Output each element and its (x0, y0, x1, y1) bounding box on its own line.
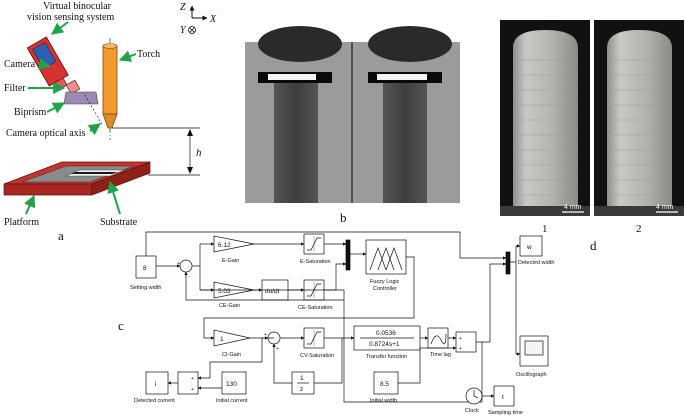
e-saturation-label: E-Saturation (300, 259, 331, 265)
filter (65, 79, 81, 95)
bead-image-right (383, 80, 427, 203)
axis-z-label: Z (180, 2, 186, 13)
ce-saturation-label: CE-Saturation (298, 305, 333, 311)
detected-width-block (519, 235, 543, 257)
svg-text:+: + (264, 332, 267, 338)
svg-text:+: + (177, 261, 180, 267)
initial-current-value: 130 (226, 381, 237, 388)
delay-numerator: 1 (300, 375, 304, 382)
y-axis-into-page-icon (188, 26, 196, 34)
ci-gain-label: CI-Gain (222, 352, 241, 358)
mux-block (345, 239, 351, 271)
biprism-label: Biprism (14, 107, 46, 118)
e-gain-label: E-Gain (222, 258, 239, 264)
sample-2-label: 2 (636, 223, 642, 235)
camera-label: Camera (4, 59, 36, 70)
optical-axis-label: Camera optical axis (6, 128, 86, 139)
panel-d-letter: d (590, 238, 597, 253)
cv-saturation-label: CV-Saturation (300, 353, 334, 359)
svg-text:+: + (191, 376, 194, 382)
panel-b: b (245, 26, 460, 225)
sample-1-label: 1 (542, 223, 548, 235)
svg-text:+: + (459, 346, 462, 352)
torch-nozzle-left (258, 26, 342, 62)
system-title-line1: Virtual binocular (43, 1, 112, 12)
initial-current-block (221, 371, 247, 395)
title-arrow (51, 21, 69, 35)
height-label: h (196, 147, 202, 159)
panel-d: 4 mm 4 mm 1 2 d (500, 20, 684, 253)
optical-axis-line (84, 94, 104, 127)
scale-label-2: 4 mm (656, 204, 674, 211)
delay-denominator: z (300, 386, 303, 393)
sampling-time-value: t (502, 394, 504, 401)
sum-block-4 (177, 371, 199, 395)
initial-width-label: Initial width (370, 398, 397, 404)
setting-width-label: Setting width (130, 285, 162, 291)
tf-denominator: 0.8724s+1 (369, 341, 400, 348)
sum-block-1 (179, 259, 193, 273)
output-mux-block (505, 251, 511, 275)
panel-a-letter: a (58, 228, 64, 243)
tf-label: Transfer function (366, 354, 407, 360)
biprism (63, 91, 99, 105)
fuzzy-label-line2: Controller (373, 286, 397, 292)
fuzzy-controller-block (365, 239, 407, 275)
svg-text:+: + (459, 336, 462, 342)
torch-label: Torch (137, 49, 160, 60)
detected-current-label: Detected current (134, 398, 175, 404)
svg-text:+: + (191, 387, 194, 393)
panel-a: Virtual binocular vision sensing system … (3, 1, 217, 243)
sampling-time-block (493, 385, 515, 407)
initial-width-value: 8.5 (380, 381, 389, 388)
e-gain-value: 6.12 (218, 242, 231, 249)
initial-current-label: Initial current (216, 398, 248, 404)
coordinate-axes: Z X Y (180, 2, 217, 36)
detected-current-block (145, 371, 169, 395)
ci-gain-block (213, 329, 251, 347)
torch (102, 38, 118, 140)
e-gain-block (213, 235, 255, 253)
setting-width-value: 8 (143, 265, 147, 272)
ce-gain-value: 5.03 (218, 288, 231, 295)
sampling-time-label: Sampling time (488, 410, 523, 416)
detected-width-label: Detected width (518, 260, 554, 266)
svg-text:+: + (276, 346, 279, 352)
substrate (21, 165, 135, 183)
derivative-label: du/dt (265, 288, 280, 295)
wall-sample-2 (607, 30, 672, 216)
ce-gain-label: CE-Gain (219, 303, 240, 309)
clock-label: Clock (465, 408, 479, 414)
time-lag-block (427, 327, 449, 349)
panel-b-letter: b (340, 210, 347, 225)
scale-label-1: 4 mm (564, 204, 582, 211)
oscillograph-label: Oscillograph (516, 372, 547, 378)
axis-x-label: X (209, 14, 217, 25)
panel-c-letter: c (118, 318, 124, 333)
svg-text:-: - (188, 274, 190, 280)
torch-nozzle-right (368, 26, 452, 62)
time-lag-label: Time lag (430, 352, 451, 358)
axis-y-label: Y (180, 25, 187, 36)
fuzzy-label-line1: Fuzzy Logic (370, 279, 400, 285)
bead-image-left (274, 80, 318, 203)
wall-sample-1 (513, 30, 578, 216)
system-title-line2: vision sensing system (27, 12, 114, 23)
substrate-label: Substrate (100, 217, 138, 228)
platform-label: Platform (4, 217, 39, 228)
ci-gain-value: 1 (220, 336, 224, 343)
tf-numerator: 0.0536 (376, 330, 396, 337)
detected-current-value: i (155, 381, 156, 388)
height-dimension: h (112, 127, 202, 176)
filter-label: Filter (4, 83, 26, 94)
detected-width-value: w (526, 244, 532, 251)
panel-c: c 8 Setting width + - 6.12 E-Gain E-Satu… (118, 231, 554, 416)
